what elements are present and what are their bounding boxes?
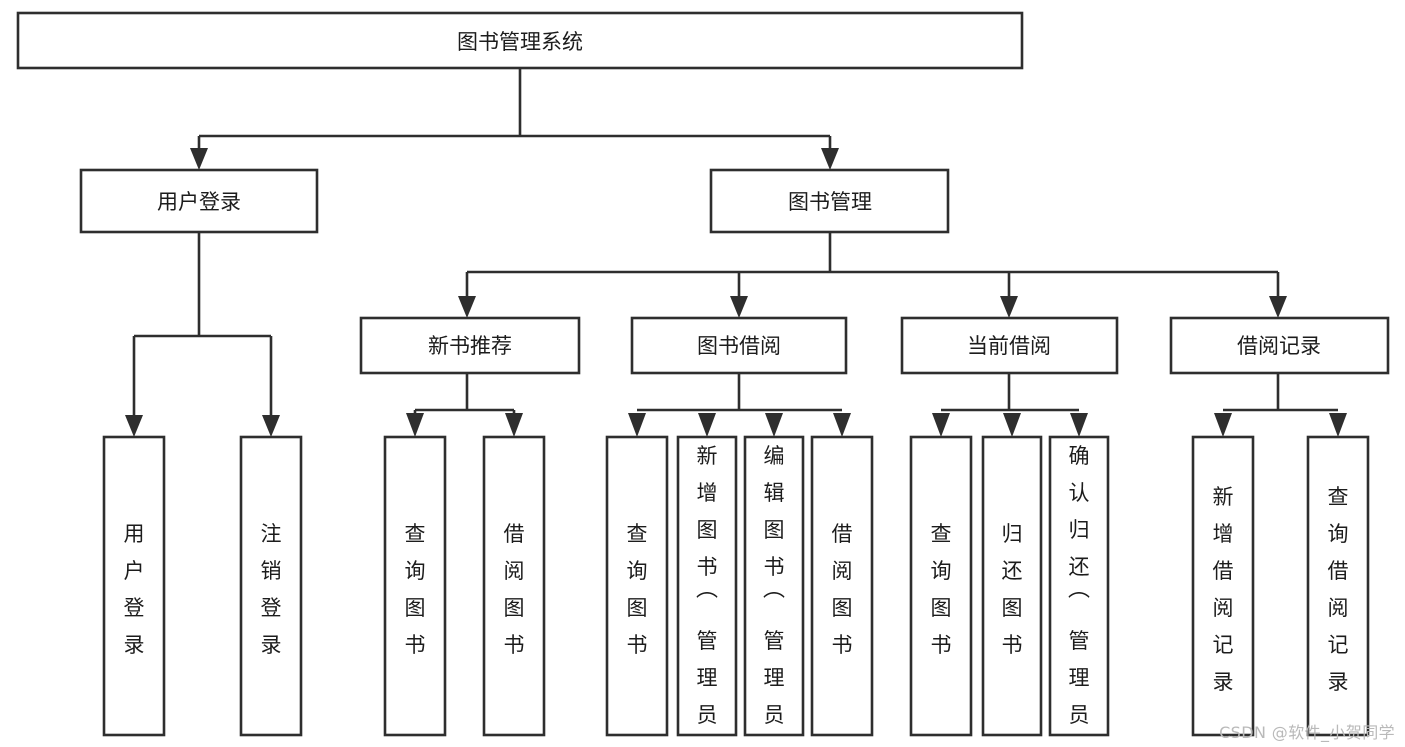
leaf-query-book-cur-box[interactable] (909, 435, 973, 737)
leaf-user-login-label: 用户登录 (124, 522, 145, 657)
arrow-head-leaf-query-book-cur (932, 413, 950, 437)
connector-group-borrow-record (1214, 373, 1347, 437)
arrow-head-leaf-edit-book (765, 413, 783, 437)
node-root-box[interactable] (16, 11, 1024, 70)
node-borrow-record[interactable]: 借阅记录 (1169, 316, 1390, 375)
leaf-add-book-box[interactable] (676, 435, 738, 737)
node-user-login-label: 用户登录 (157, 190, 241, 214)
arrow-head-book-manage (821, 148, 839, 170)
node-root-label: 图书管理系统 (457, 30, 583, 54)
leaf-query-book-cur-label: 查询图书 (931, 522, 952, 657)
connector-group-root (190, 68, 839, 170)
leaf-node[interactable]: 查询图书 (909, 435, 973, 737)
arrow-head-leaf-add-book (698, 413, 716, 437)
node-root[interactable]: 图书管理系统 (16, 11, 1024, 70)
node-book-borrow[interactable]: 图书借阅 (630, 316, 848, 375)
arrow-head-leaf-logout (262, 415, 280, 437)
leaf-add-book-label: 新增图书⌒管理员⌣ (696, 444, 718, 747)
leaf-borrow-book-label: 借阅图书 (832, 522, 853, 657)
leaf-query-book-rec-box[interactable] (383, 435, 447, 737)
leaf-logout-box[interactable] (239, 435, 303, 737)
leaf-return-book-label: 归还图书 (1002, 522, 1023, 657)
node-new-book-rec-box[interactable] (359, 316, 581, 375)
leaf-return-book-box[interactable] (981, 435, 1043, 737)
node-user-login[interactable]: 用户登录 (79, 168, 319, 234)
node-borrow-record-box[interactable] (1169, 316, 1390, 375)
leaf-user-login-box[interactable] (102, 435, 166, 737)
node-user-login-box[interactable] (79, 168, 319, 234)
connector-group-user-login (125, 232, 280, 437)
arrow-head-user-login (190, 148, 208, 170)
leaf-edit-book-label: 编辑图书⌒管理员⌣ (763, 444, 785, 747)
leaf-logout-label: 注销登录 (261, 522, 282, 657)
node-book-manage[interactable]: 图书管理 (709, 168, 950, 234)
leaf-borrow-book-rec-box[interactable] (482, 435, 546, 737)
leaf-borrow-book-rec-label: 借阅图书 (504, 522, 525, 657)
arrow-head-leaf-confirm-return (1070, 413, 1088, 437)
node-book-borrow-box[interactable] (630, 316, 848, 375)
leaf-node[interactable]: 新增借阅记录 (1191, 435, 1255, 737)
arrow-head-leaf-query-book (628, 413, 646, 437)
node-current-borrow-label: 当前借阅 (967, 334, 1051, 358)
leaf-add-record-box[interactable] (1191, 435, 1255, 737)
node-new-book-rec-label: 新书推荐 (428, 334, 512, 358)
leaf-node[interactable]: 新增图书⌒管理员⌣ (676, 435, 738, 747)
arrow-head-leaf-return-book (1003, 413, 1021, 437)
leaf-query-book-label: 查询图书 (627, 522, 648, 657)
node-new-book-rec[interactable]: 新书推荐 (359, 316, 581, 375)
leaf-edit-book-box[interactable] (743, 435, 805, 737)
arrow-head-leaf-user-login (125, 415, 143, 437)
node-book-manage-label: 图书管理 (788, 190, 872, 214)
arrow-head-leaf-borrow-book (833, 413, 851, 437)
node-book-borrow-label: 图书借阅 (697, 334, 781, 358)
leaf-node[interactable]: 用户登录 (102, 435, 166, 737)
arrow-head-borrow-record (1269, 296, 1287, 318)
leaf-add-record-label: 新增借阅记录 (1213, 485, 1234, 694)
leaf-node[interactable]: 查询借阅记录 (1306, 435, 1370, 737)
arrow-head-leaf-borrow-book-rec (505, 413, 523, 437)
connector-group-book-manage (458, 232, 1287, 318)
arrow-head-leaf-add-record (1214, 413, 1232, 437)
arrow-head-book-borrow (730, 296, 748, 318)
node-book-manage-box[interactable] (709, 168, 950, 234)
arrow-head-leaf-query-record (1329, 413, 1347, 437)
leaf-node[interactable]: 查询图书 (605, 435, 669, 737)
leaf-node-layer: 用户登录 注销登录 查询图书 借阅图书 查询图书 新增图书⌒管理员⌣ 编辑图书⌒管理员⌣ 借阅… (102, 435, 1370, 747)
leaf-query-record-box[interactable] (1306, 435, 1370, 737)
leaf-node[interactable]: 查询图书 (383, 435, 447, 737)
connector-group-current-borrow (932, 373, 1088, 437)
leaf-borrow-book-box[interactable] (810, 435, 874, 737)
arrow-head-leaf-query-book-rec (406, 413, 424, 437)
node-borrow-record-label: 借阅记录 (1237, 334, 1321, 358)
arrow-head-new-book-rec (458, 296, 476, 318)
leaf-node[interactable]: 注销登录 (239, 435, 303, 737)
leaf-query-record-label: 查询借阅记录 (1328, 485, 1349, 694)
node-current-borrow-box[interactable] (900, 316, 1119, 375)
leaf-query-book-box[interactable] (605, 435, 669, 737)
leaf-node[interactable]: 编辑图书⌒管理员⌣ (743, 435, 805, 747)
leaf-node[interactable]: 借阅图书 (810, 435, 874, 737)
connector-group-new-book-rec (406, 373, 523, 437)
leaf-node[interactable]: 归还图书 (981, 435, 1043, 737)
connector-group-book-borrow (628, 373, 851, 437)
leaf-confirm-return-box[interactable] (1048, 435, 1110, 737)
leaf-node[interactable]: 借阅图书 (482, 435, 546, 737)
node-current-borrow[interactable]: 当前借阅 (900, 316, 1119, 375)
arrow-head-current-borrow (1000, 296, 1018, 318)
leaf-confirm-return-label: 确认归还⌒管理员⌣ (1068, 444, 1090, 747)
watermark-text: CSDN @软件_小贺同学 (1219, 723, 1395, 742)
leaf-query-book-rec-label: 查询图书 (405, 522, 426, 657)
leaf-node[interactable]: 确认归还⌒管理员⌣ (1048, 435, 1110, 747)
